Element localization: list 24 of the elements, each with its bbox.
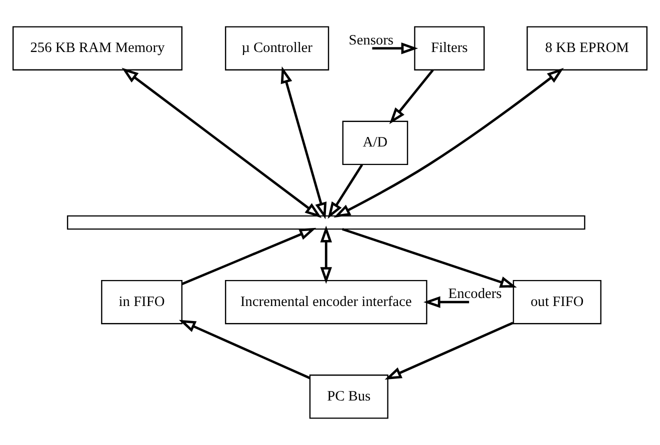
node-box: out FIFO [512,280,602,324]
node-box: A/D [342,120,408,166]
arrow [178,320,310,380]
node-box: Incremental encoder interface [224,280,428,324]
node-box: PC Bus [309,374,388,419]
arrow [280,66,327,220]
node-box: 256 KB RAM Memory [12,26,182,70]
arrow [122,68,322,218]
node-bar [66,215,586,230]
arrow [328,164,364,219]
arrow [342,228,517,288]
node-box: Filters [414,26,485,70]
arrow [384,322,514,380]
edge-label: Encoders [448,286,502,302]
edge-label: Sensors [348,32,394,48]
arrow [320,226,332,284]
node-box: 8 KB EPROM [526,26,648,70]
arrow [182,228,316,286]
arrow [372,42,418,54]
arrow [334,68,564,218]
node-box: in FIFO [101,280,182,324]
node-box: µ Controller [224,26,330,70]
arrow [424,296,470,308]
arrow [389,69,434,124]
